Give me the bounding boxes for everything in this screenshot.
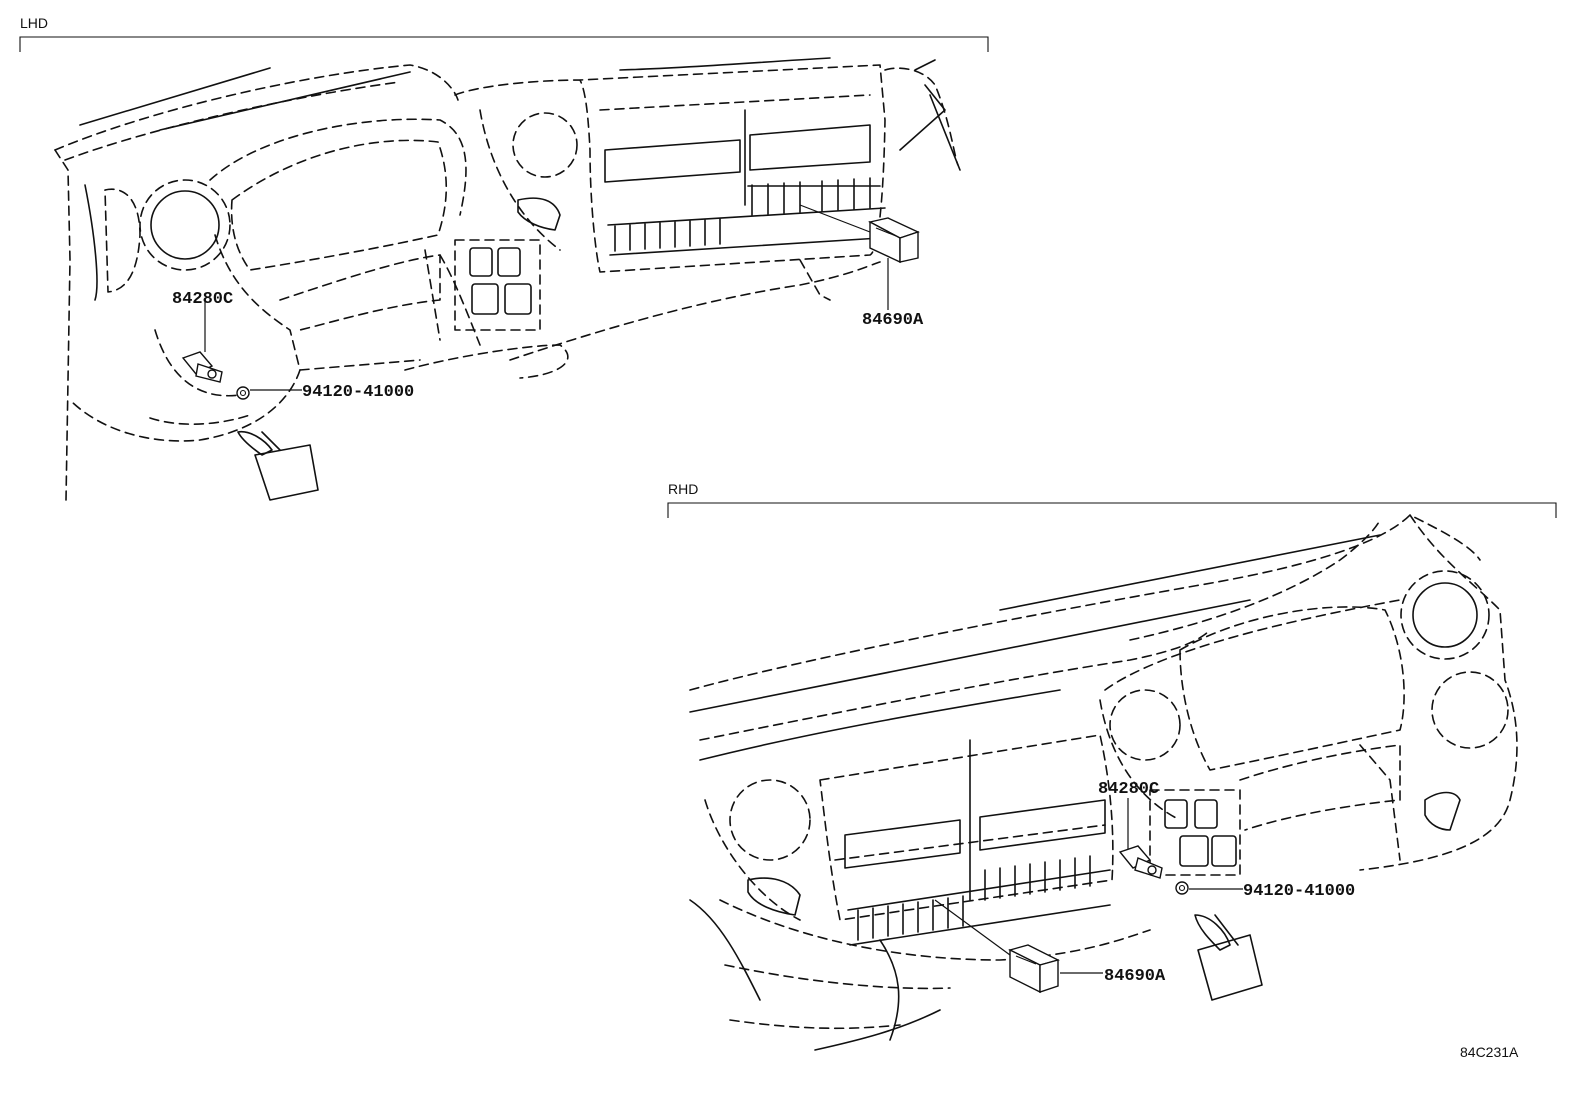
rhd-section-bracket: [667, 502, 1557, 518]
lhd-switch-84690a: 84690A: [799, 204, 924, 330]
lhd-callout-84280c: 84280C: [172, 290, 233, 309]
lhd-stop-lamp-switch: 84280C: [172, 290, 233, 383]
rhd-callout-94120-41000: 94120-41000: [1243, 882, 1355, 901]
rhd-stop-lamp-switch: 84280C: [1098, 780, 1163, 879]
rhd-nut: 94120-41000: [1175, 881, 1355, 901]
lhd-section-label: LHD: [20, 15, 48, 31]
lhd-callout-84690a: 84690A: [862, 311, 924, 330]
rhd-callout-84690a: 84690A: [1104, 967, 1166, 986]
rhd-dashboard-illustration: [689, 514, 1518, 1051]
lhd-section-bracket: [19, 36, 989, 52]
lhd-section: LHD: [19, 15, 989, 501]
lhd-dashboard-illustration: [54, 57, 961, 501]
lhd-switch-bank: [614, 177, 881, 252]
lhd-callout-94120-41000: 94120-41000: [302, 383, 414, 402]
rhd-callout-84280c: 84280C: [1098, 780, 1159, 799]
rhd-section-label: RHD: [668, 481, 698, 497]
rhd-switch-84690a: 84690A: [934, 899, 1166, 994]
rhd-section: RHD: [667, 481, 1557, 1051]
illustration-reference: 84C231A: [1460, 1044, 1519, 1060]
lhd-nut: 94120-41000: [236, 383, 414, 402]
rhd-switch-bank: [857, 855, 1091, 941]
